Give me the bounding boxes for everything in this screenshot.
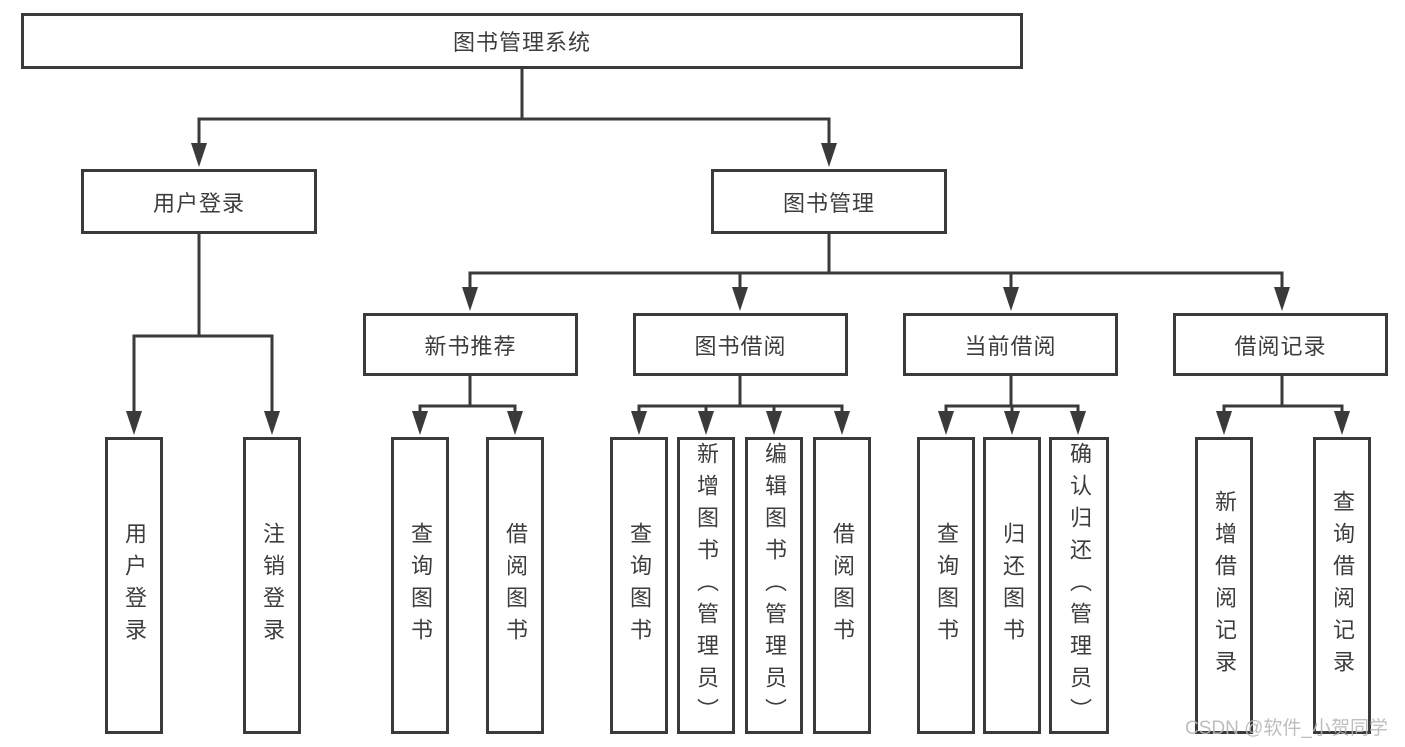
leaf-current-confirm-return-admin: 确认归还（管理员） (1049, 437, 1109, 734)
leaf-borrow-edit-books-admin: 编辑图书（管理员） (745, 437, 803, 734)
node-label: 查询借阅记录 (1330, 489, 1355, 682)
node-label: 当前借阅 (964, 333, 1057, 359)
node-label: 借阅图书 (503, 521, 528, 650)
arrowhead-icon (1070, 411, 1086, 435)
arrowhead-icon (1216, 411, 1232, 435)
node-label: 用户登录 (152, 190, 245, 216)
leaf-newrec-borrow-books: 借阅图书 (486, 437, 544, 734)
leaf-records-add-record: 新增借阅记录 (1195, 437, 1253, 734)
node-label: 查询图书 (627, 521, 652, 650)
node-borrowing-records: 借阅记录 (1173, 313, 1388, 376)
leaf-borrow-query-books: 查询图书 (610, 437, 668, 734)
connector-current-to-leaves (944, 376, 1080, 414)
node-label: 编辑图书（管理员） (762, 441, 787, 730)
arrowhead-icon (1004, 411, 1020, 435)
leaf-user-login: 用户登录 (105, 437, 163, 734)
arrowhead-icon (938, 411, 954, 435)
arrowhead-icon (1334, 411, 1350, 435)
node-label: 新书推荐 (424, 333, 517, 359)
node-book-borrowing: 图书借阅 (633, 313, 848, 376)
node-label: 借阅图书 (830, 521, 855, 650)
arrowhead-icon (412, 411, 428, 435)
connector-newrec-to-leaves (418, 376, 517, 414)
node-label: 图书借阅 (694, 333, 787, 359)
arrowhead-icon (462, 287, 478, 311)
connector-root-to-modules (197, 69, 831, 146)
node-label: 确认归还（管理员） (1067, 441, 1092, 730)
arrowhead-icon (834, 411, 850, 435)
node-label: 借阅记录 (1234, 333, 1327, 359)
node-current-borrowing: 当前借阅 (903, 313, 1118, 376)
csdn-watermark: CSDN @软件_小贺同学 (1185, 718, 1388, 739)
leaf-current-return-books: 归还图书 (983, 437, 1041, 734)
arrowhead-icon (1274, 287, 1290, 311)
connector-records-to-leaves (1222, 376, 1344, 414)
connector-mgmt-to-submodules (468, 234, 1284, 291)
leaf-borrow-borrow-books: 借阅图书 (813, 437, 871, 734)
node-label: 用户登录 (122, 521, 147, 650)
leaf-newrec-query-books: 查询图书 (391, 437, 449, 734)
node-label: 新增借阅记录 (1212, 489, 1237, 682)
node-label: 图书管理系统 (452, 30, 591, 55)
arrowhead-icon (507, 411, 523, 435)
arrowhead-icon (732, 287, 748, 311)
node-label: 新增图书（管理员） (694, 441, 719, 730)
node-label: 归还图书 (1000, 521, 1025, 650)
leaf-current-query-books: 查询图书 (917, 437, 975, 734)
node-label: 图书管理 (782, 190, 875, 216)
node-new-book-recommend: 新书推荐 (363, 313, 578, 376)
node-book-management-module: 图书管理 (711, 169, 947, 234)
arrowhead-icon (191, 143, 207, 167)
arrowhead-icon (631, 411, 647, 435)
arrowhead-icon (1003, 287, 1019, 311)
arrowhead-icon (821, 143, 837, 167)
leaf-borrow-add-books-admin: 新增图书（管理员） (677, 437, 735, 734)
leaf-logout: 注销登录 (243, 437, 301, 734)
node-root-system: 图书管理系统 (21, 13, 1023, 69)
connector-login-to-leaves (132, 234, 274, 414)
node-label: 查询图书 (408, 521, 433, 650)
arrowhead-icon (766, 411, 782, 435)
node-user-login-module: 用户登录 (81, 169, 317, 234)
node-label: 注销登录 (260, 521, 285, 650)
leaf-records-query-record: 查询借阅记录 (1313, 437, 1371, 734)
arrowhead-icon (698, 411, 714, 435)
arrowhead-icon (126, 411, 142, 435)
arrowhead-icon (264, 411, 280, 435)
node-label: 查询图书 (934, 521, 959, 650)
connector-borrow-to-leaves (637, 376, 844, 414)
